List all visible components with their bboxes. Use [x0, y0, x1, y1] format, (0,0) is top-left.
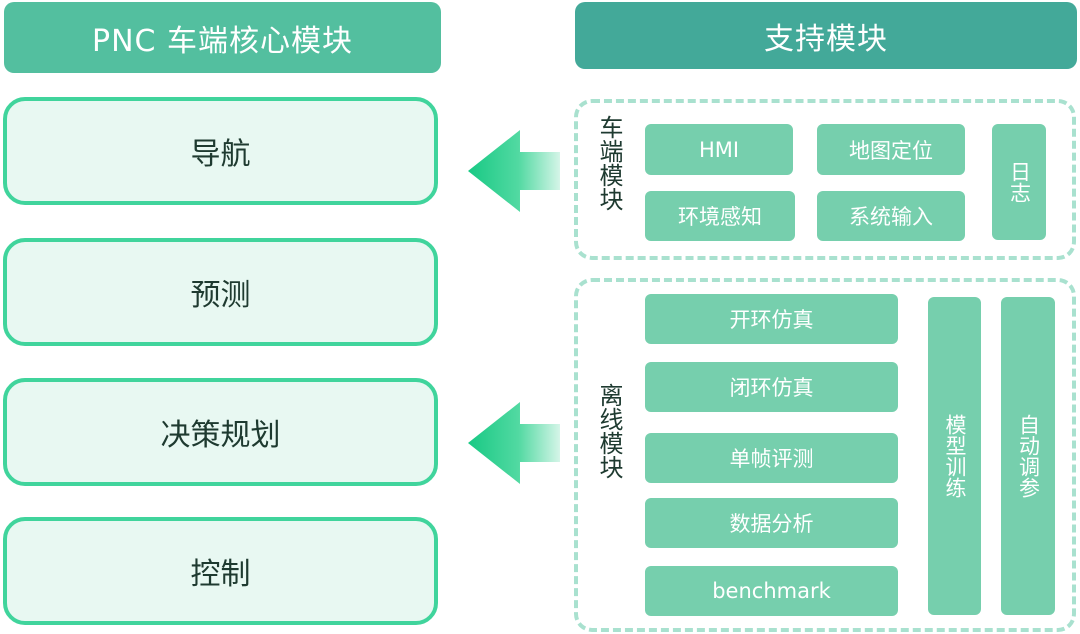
module-perception: 环境感知: [645, 191, 795, 241]
module-map-localization: 地图定位: [817, 124, 965, 175]
core-module-control: 控制: [3, 517, 438, 625]
core-module-planning: 决策规划: [3, 378, 438, 486]
offline-panel: [574, 278, 1076, 632]
vehicle-side-label: 车端模块: [595, 115, 623, 211]
arrow-left-icon: [468, 130, 560, 212]
vehicle-side-panel: [574, 99, 1076, 260]
module-single-frame-eval: 单帧评测: [645, 433, 898, 483]
module-auto-tuning: 自动调参: [1001, 297, 1055, 615]
module-hmi: HMI: [645, 124, 793, 175]
support-modules-header: 支持模块: [575, 2, 1077, 69]
module-model-training: 模型训练: [928, 297, 981, 615]
module-open-loop-sim: 开环仿真: [645, 294, 898, 344]
module-log: 日志: [992, 124, 1046, 240]
offline-label: 离线模块: [595, 383, 623, 479]
module-closed-loop-sim: 闭环仿真: [645, 362, 898, 412]
core-modules-header: PNC 车端核心模块: [4, 2, 441, 73]
core-module-navigation: 导航: [3, 97, 438, 205]
module-system-input: 系统输入: [817, 191, 965, 241]
module-data-analysis: 数据分析: [645, 498, 898, 548]
arrow-left-icon: [468, 402, 560, 484]
module-benchmark: benchmark: [645, 566, 898, 616]
core-module-prediction: 预测: [3, 238, 438, 346]
